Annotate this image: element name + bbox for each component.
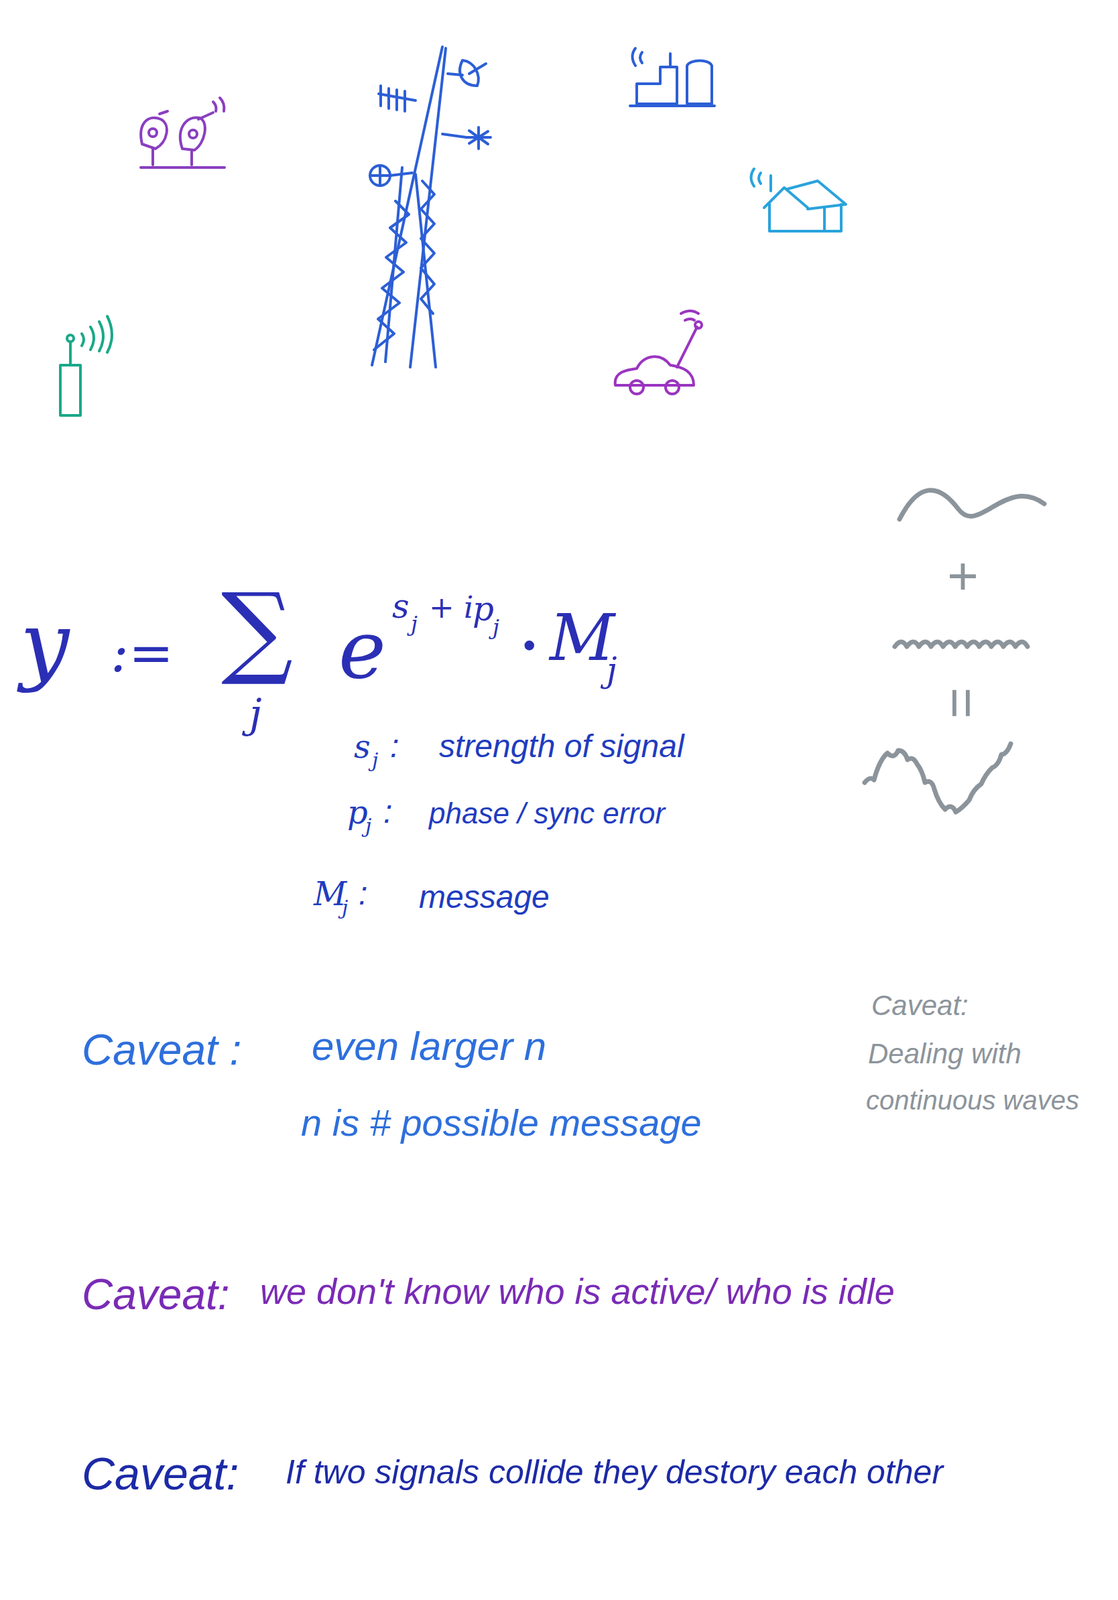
definition-text: message	[418, 881, 550, 914]
formula-index: j	[249, 693, 263, 734]
caveat-text: even larger n	[311, 1026, 547, 1068]
definition-text: phase / sync error	[428, 798, 665, 829]
formula-index: j	[341, 898, 348, 919]
formula-index: j	[365, 816, 372, 837]
definition-colon: :	[390, 730, 399, 763]
formula-symbol: e	[338, 609, 387, 691]
radio-tower	[369, 46, 491, 368]
caveat-heading: Caveat :	[81, 1028, 242, 1072]
caveat-text: If two signals collide they destory each…	[285, 1455, 944, 1490]
wave-sketch	[864, 490, 1045, 813]
variable-name: s	[353, 730, 371, 763]
definition-colon: :	[358, 878, 368, 911]
wave-operator: =	[935, 687, 989, 719]
formula-symbol: :=	[110, 626, 174, 681]
formula-symbol: ∑	[221, 579, 293, 681]
formula-exponent: s	[392, 589, 410, 624]
caveat-heading: Caveat:	[81, 1451, 239, 1497]
car-icon	[615, 311, 702, 395]
speaker-icons	[140, 97, 225, 168]
house-icon	[751, 168, 847, 232]
definition-colon: :	[383, 796, 393, 829]
variable-name: p	[347, 796, 368, 829]
formula-index: j	[410, 613, 418, 635]
wave-operator: +	[946, 549, 978, 604]
variable-name: M	[313, 878, 347, 911]
caveat-heading: Caveat:	[81, 1273, 230, 1317]
formula-index: j	[371, 750, 379, 771]
formula-index: j	[606, 653, 618, 688]
transmitter-icon	[60, 316, 112, 416]
formula-symbol: •	[519, 630, 540, 664]
formula-symbol: y	[20, 599, 70, 688]
definition-text: strength of signal	[439, 730, 685, 763]
formula-index: j	[492, 616, 500, 639]
formula-exponent: + i	[428, 592, 474, 623]
formula-symbol: M	[549, 606, 615, 671]
caveat-text: we don't know who is active/ who is idle	[260, 1273, 895, 1310]
factory-icon	[630, 48, 715, 106]
caveat-text: Dealing with	[867, 1040, 1022, 1069]
caveat-text: continuous waves	[865, 1087, 1080, 1114]
caveat-text: n is # possible message	[300, 1104, 702, 1143]
formula-exponent: p	[472, 592, 494, 627]
caveat-heading: Caveat:	[871, 991, 969, 1021]
